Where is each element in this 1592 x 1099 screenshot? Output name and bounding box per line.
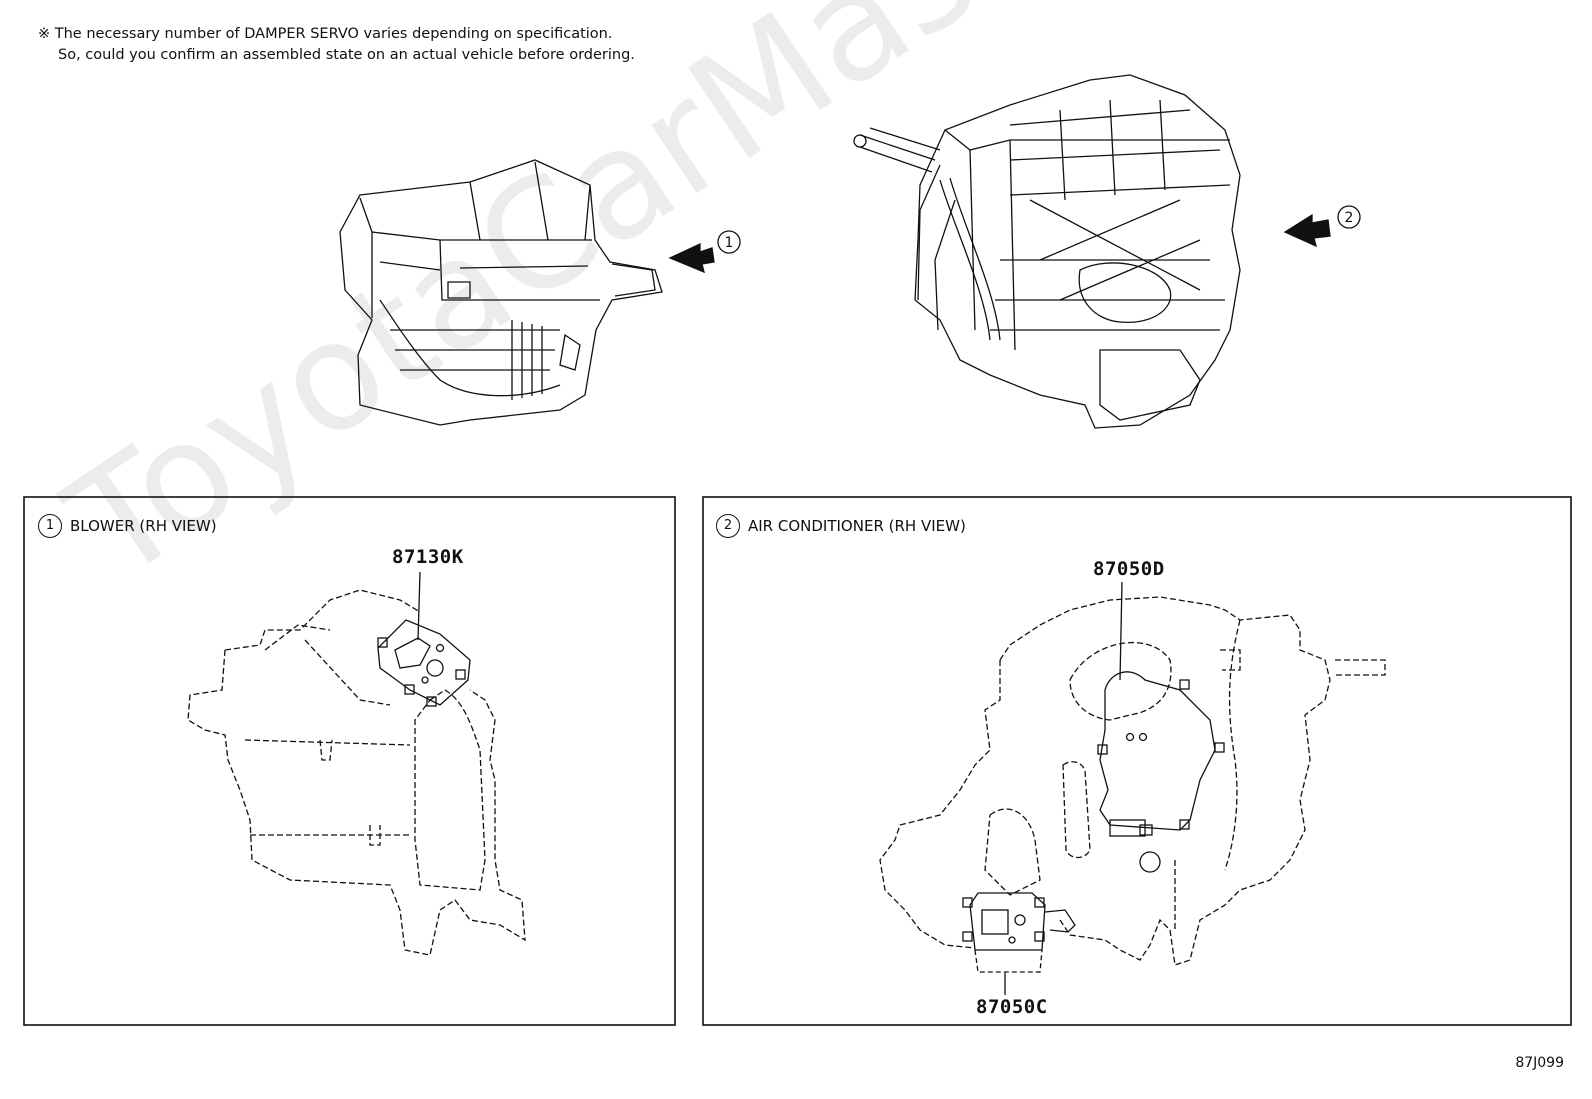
diagram-code: 87J099	[1515, 1055, 1564, 1071]
arrow-air-conditioner-icon	[1283, 213, 1331, 248]
part-label-87130K[interactable]: 87130K	[392, 546, 464, 568]
panel-blower-title-text: BLOWER (RH VIEW)	[70, 517, 217, 535]
panel-blower-frame	[23, 496, 676, 1026]
arrow-blower-icon	[668, 242, 715, 274]
air-conditioner-unit-illustration	[914, 74, 1241, 429]
note-line-2: So, could you confirm an assembled state…	[58, 47, 635, 63]
part-label-87050C[interactable]: 87050C	[976, 996, 1048, 1018]
ac-damper-servo-upper-illustration	[1097, 671, 1225, 873]
leader-87130K	[417, 571, 421, 641]
panel-air-conditioner-frame	[702, 496, 1572, 1026]
ac-damper-servo-lower-illustration	[962, 892, 1076, 973]
note-line-1: ※ The necessary number of DAMPER SERVO v…	[38, 26, 613, 42]
blower-unit-illustration	[339, 159, 663, 426]
specification-note: ※ The necessary number of DAMPER SERVO v…	[38, 24, 635, 66]
leader-87050D	[1119, 581, 1123, 681]
panel-air-conditioner-number: 2	[716, 514, 740, 538]
panel-air-conditioner-title-text: AIR CONDITIONER (RH VIEW)	[748, 517, 966, 535]
panel-blower-title: 1 BLOWER (RH VIEW)	[38, 514, 217, 538]
blower-rh-view-outline	[187, 589, 526, 956]
air-conditioner-rh-view-outline	[879, 596, 1386, 966]
panel-blower-number: 1	[38, 514, 62, 538]
callout-number-blower: 1	[725, 235, 734, 251]
pipes-illustration	[853, 127, 1001, 341]
callout-number-air-conditioner: 2	[1345, 210, 1354, 226]
blower-damper-servo-illustration	[377, 619, 471, 707]
callout-circle-blower	[717, 230, 741, 254]
part-label-87050D[interactable]: 87050D	[1093, 558, 1165, 580]
callout-circle-air-conditioner	[1337, 205, 1361, 229]
panel-air-conditioner-title: 2 AIR CONDITIONER (RH VIEW)	[716, 514, 966, 538]
